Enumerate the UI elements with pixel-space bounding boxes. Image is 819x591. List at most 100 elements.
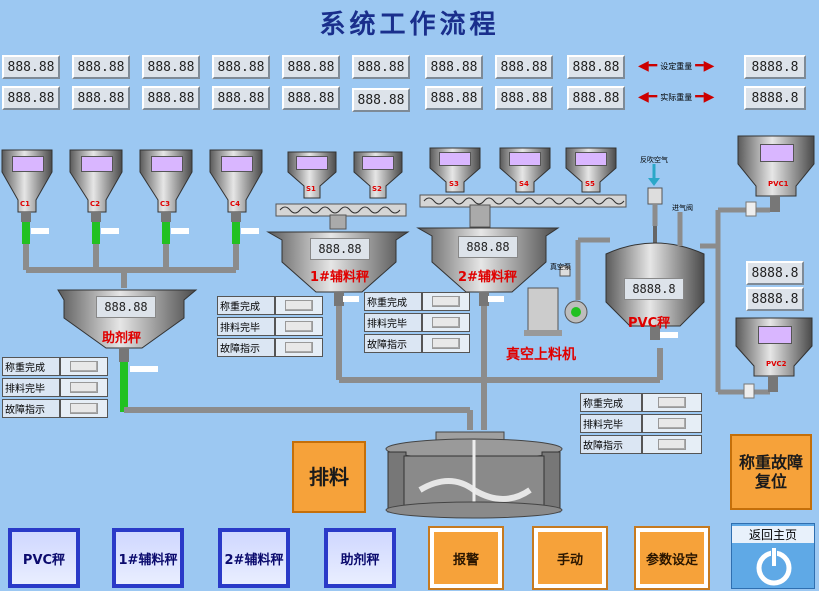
nav-alarm-button[interactable]: 报警: [430, 528, 502, 588]
status-row: 故障指示: [2, 398, 108, 419]
weight-display: 888.88: [425, 55, 483, 79]
aux2-weight-display: 888.88: [458, 236, 518, 258]
pipe-additive-mixer: [124, 407, 473, 430]
hopper-c2-code: C2: [90, 200, 101, 208]
fault-indicator: [422, 334, 470, 353]
status-row: 排料完毕: [2, 377, 108, 398]
weight-display: 888.88: [352, 55, 410, 79]
hopper-s2-code: S2: [372, 185, 382, 193]
nav-manual-button[interactable]: 手动: [534, 528, 606, 588]
hopper-s1-code: S1: [306, 185, 316, 193]
status-row: 故障指示: [580, 434, 702, 455]
weigh-complete-indicator: [60, 357, 108, 376]
hopper-s4-level: [509, 152, 541, 166]
weight-display: 888.88: [567, 86, 625, 110]
nav-label: 助剂秤: [328, 532, 392, 584]
weight-display: 888.88: [2, 86, 60, 110]
nav-label: 1#辅料秤: [116, 532, 180, 584]
discharge-button[interactable]: 排料: [292, 441, 366, 513]
hopper-s4-code: S4: [519, 180, 529, 188]
pipes-pvc: [575, 204, 770, 395]
status-label: 排料完毕: [217, 317, 275, 336]
status-label: 故障指示: [217, 338, 275, 357]
status-row: 称重完成: [2, 356, 108, 377]
pvc2-weight-display: 8888.8: [746, 287, 804, 311]
additive-weight-display: 888.88: [96, 296, 156, 318]
weight-display: 888.88: [142, 55, 200, 79]
status-label: 排料完毕: [2, 378, 60, 397]
weigh-complete-indicator: [422, 292, 470, 311]
weigh-complete-indicator: [642, 393, 702, 412]
hopper-c1-code: C1: [20, 200, 31, 208]
status-row: 排料完毕: [580, 413, 702, 434]
status-row: 故障指示: [217, 337, 323, 358]
pipes-c: [23, 240, 239, 288]
hopper-s2-level: [362, 156, 394, 170]
pipes-aux: [336, 306, 663, 430]
status-label: 排料完毕: [580, 414, 642, 433]
arrow-right-icon: ━▶: [695, 58, 715, 74]
hopper-pvc1-level: [760, 144, 794, 162]
aux1-scale-vessel: [266, 231, 410, 306]
pvc-status-panel: 称重完成 排料完毕 故障指示: [580, 392, 702, 455]
nav-parameter-settings-button[interactable]: 参数设定: [636, 528, 708, 588]
status-row: 排料完毕: [364, 312, 470, 333]
hopper-pvc1-code: PVC1: [768, 180, 789, 188]
actual-display: 8888.8: [744, 86, 806, 110]
vacuum-loader-unit: [524, 265, 588, 336]
power-icon: [756, 546, 792, 586]
hopper-s3-code: S3: [449, 180, 459, 188]
home-button[interactable]: 返回主页: [731, 523, 815, 589]
vacuum-loader-label: 真空上料机: [506, 347, 576, 363]
weight-display: 888.88: [282, 86, 340, 110]
arrow-left-icon: ◀━: [638, 58, 658, 74]
status-label: 故障指示: [364, 334, 422, 353]
nav-aux1-scale-button[interactable]: 1#辅料秤: [112, 528, 184, 588]
hopper-c4-code: C4: [230, 200, 241, 208]
status-label: 故障指示: [2, 399, 60, 418]
status-label: 称重完成: [580, 393, 642, 412]
weigh-complete-indicator: [275, 296, 323, 315]
additive-status-panel: 称重完成 排料完毕 故障指示: [2, 356, 108, 419]
hopper-pvc2-level: [758, 326, 792, 344]
weight-display: 888.88: [142, 86, 200, 110]
page-title: 系统工作流程: [319, 10, 500, 40]
weigh-fault-reset-button[interactable]: 称重故障 复位: [730, 434, 812, 510]
discharge-complete-indicator: [422, 313, 470, 332]
fault-indicator: [275, 338, 323, 357]
aux2-status-panel: 称重完成 排料完毕 故障指示: [364, 291, 470, 354]
setpoint-row: ◀━ 设定重量 ━▶: [638, 58, 714, 74]
weight-display: 888.88: [495, 86, 553, 110]
status-label: 称重完成: [2, 357, 60, 376]
actual-row: ◀━ 实际重量 ━▶: [638, 89, 714, 105]
hopper-s3-level: [439, 152, 471, 166]
arrow-left-icon: ◀━: [638, 89, 658, 105]
aux1-weight-display: 888.88: [310, 238, 370, 260]
weight-display: 888.88: [282, 55, 340, 79]
nav-additive-scale-button[interactable]: 助剂秤: [324, 528, 396, 588]
weight-display: 888.88: [72, 86, 130, 110]
hopper-c1-level: [12, 156, 44, 172]
pvc-scale-label: PVC秤: [628, 316, 671, 331]
return-air-label: 反吹空气: [640, 156, 668, 164]
nav-pvc-scale-button[interactable]: PVC秤: [8, 528, 80, 588]
hopper-c2-level: [81, 156, 113, 172]
hopper-pvc1: [737, 135, 815, 217]
actual-label: 实际重量: [660, 92, 693, 102]
aux1-status-panel: 称重完成 排料完毕 故障指示: [217, 295, 323, 358]
hopper-s1-level: [296, 156, 328, 170]
status-row: 故障指示: [364, 333, 470, 354]
valves-c: [21, 212, 259, 244]
status-label: 排料完毕: [364, 313, 422, 332]
fault-indicator: [642, 435, 702, 454]
discharge-complete-indicator: [642, 414, 702, 433]
discharge-complete-indicator: [60, 378, 108, 397]
hopper-pvc2: [735, 317, 813, 399]
setpoint-display: 8888.8: [744, 55, 806, 79]
status-label: 称重完成: [217, 296, 275, 315]
nav-aux2-scale-button[interactable]: 2#辅料秤: [218, 528, 290, 588]
arrow-right-icon: ━▶: [695, 89, 715, 105]
weight-display: 888.88: [495, 55, 553, 79]
additive-scale-vessel: [57, 289, 198, 412]
aux2-scale-label: 2#辅料秤: [458, 270, 517, 285]
